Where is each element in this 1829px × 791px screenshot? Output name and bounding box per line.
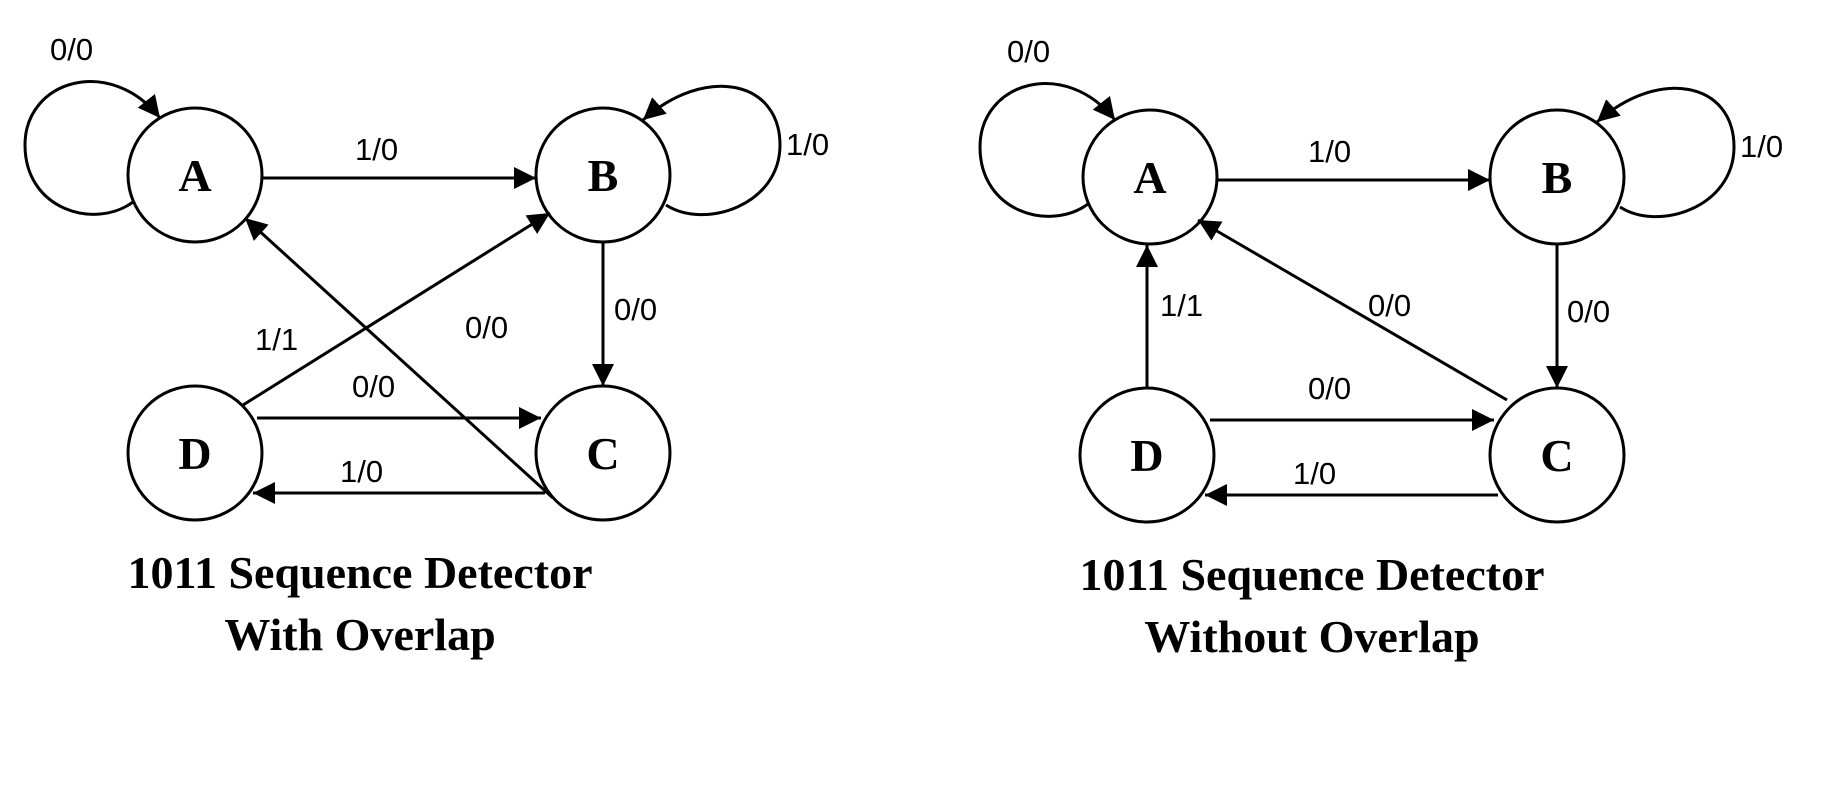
- diagram-with-overlap-labels: A B C D 0/0 1/0 1/0 0/0 0/0 1/1 0/0 1/0: [50, 32, 829, 489]
- state-a-circle: [1081, 108, 1219, 246]
- edge-a-a-label: 0/0: [1007, 34, 1050, 69]
- edge-b-b-label: 1/0: [1740, 129, 1783, 164]
- edge-d-a-label: 1/1: [1160, 288, 1203, 323]
- caption-title: 1011 Sequence Detector: [127, 547, 593, 598]
- state-c-label: C: [1540, 430, 1573, 481]
- state-b-label: B: [1542, 152, 1573, 203]
- edge-c-a-label: 0/0: [1368, 288, 1411, 323]
- edge-d-c-label: 0/0: [352, 369, 395, 404]
- edge-b-b-label: 1/0: [786, 127, 829, 162]
- caption-with-overlap: 1011 Sequence Detector With Overlap: [50, 542, 670, 666]
- edge-c-a-label: 0/0: [465, 310, 508, 345]
- state-a-label: A: [1133, 152, 1166, 203]
- state-d-label: D: [178, 428, 211, 479]
- edge-d-b-label: 1/1: [255, 322, 298, 357]
- caption-subtitle: With Overlap: [224, 609, 496, 660]
- edge-c-a: [1197, 218, 1508, 402]
- caption-subtitle: Without Overlap: [1144, 611, 1480, 662]
- edge-a-a: [978, 82, 1117, 218]
- caption-title: 1011 Sequence Detector: [1079, 549, 1545, 600]
- edge-b-b: [1596, 86, 1736, 219]
- edge-b-c-label: 0/0: [1567, 294, 1610, 329]
- edge-b-b: [642, 84, 782, 217]
- diagram-without-overlap: [978, 82, 1736, 524]
- edge-c-a: [243, 216, 555, 500]
- caption-without-overlap: 1011 Sequence Detector Without Overlap: [1002, 544, 1622, 668]
- edge-b-c-label: 0/0: [614, 292, 657, 327]
- edge-a-a: [23, 80, 162, 216]
- edge-d-b: [242, 211, 551, 407]
- edge-d-c-label: 0/0: [1308, 371, 1351, 406]
- state-a-circle: [126, 106, 264, 244]
- state-b-label: B: [588, 150, 619, 201]
- state-d-label: D: [1130, 430, 1163, 481]
- state-a-label: A: [178, 150, 211, 201]
- state-d-circle: [126, 384, 264, 522]
- diagram-without-overlap-labels: A B C D 0/0 1/0 1/0 0/0 0/0 1/1 0/0 1/0: [1007, 34, 1783, 491]
- edge-a-b-label: 1/0: [355, 132, 398, 167]
- state-c-label: C: [586, 428, 619, 479]
- edge-c-d-label: 1/0: [1293, 456, 1336, 491]
- edge-c-d-label: 1/0: [340, 454, 383, 489]
- edge-a-b-label: 1/0: [1308, 134, 1351, 169]
- edge-a-a-label: 0/0: [50, 32, 93, 67]
- diagram-with-overlap: [23, 80, 782, 522]
